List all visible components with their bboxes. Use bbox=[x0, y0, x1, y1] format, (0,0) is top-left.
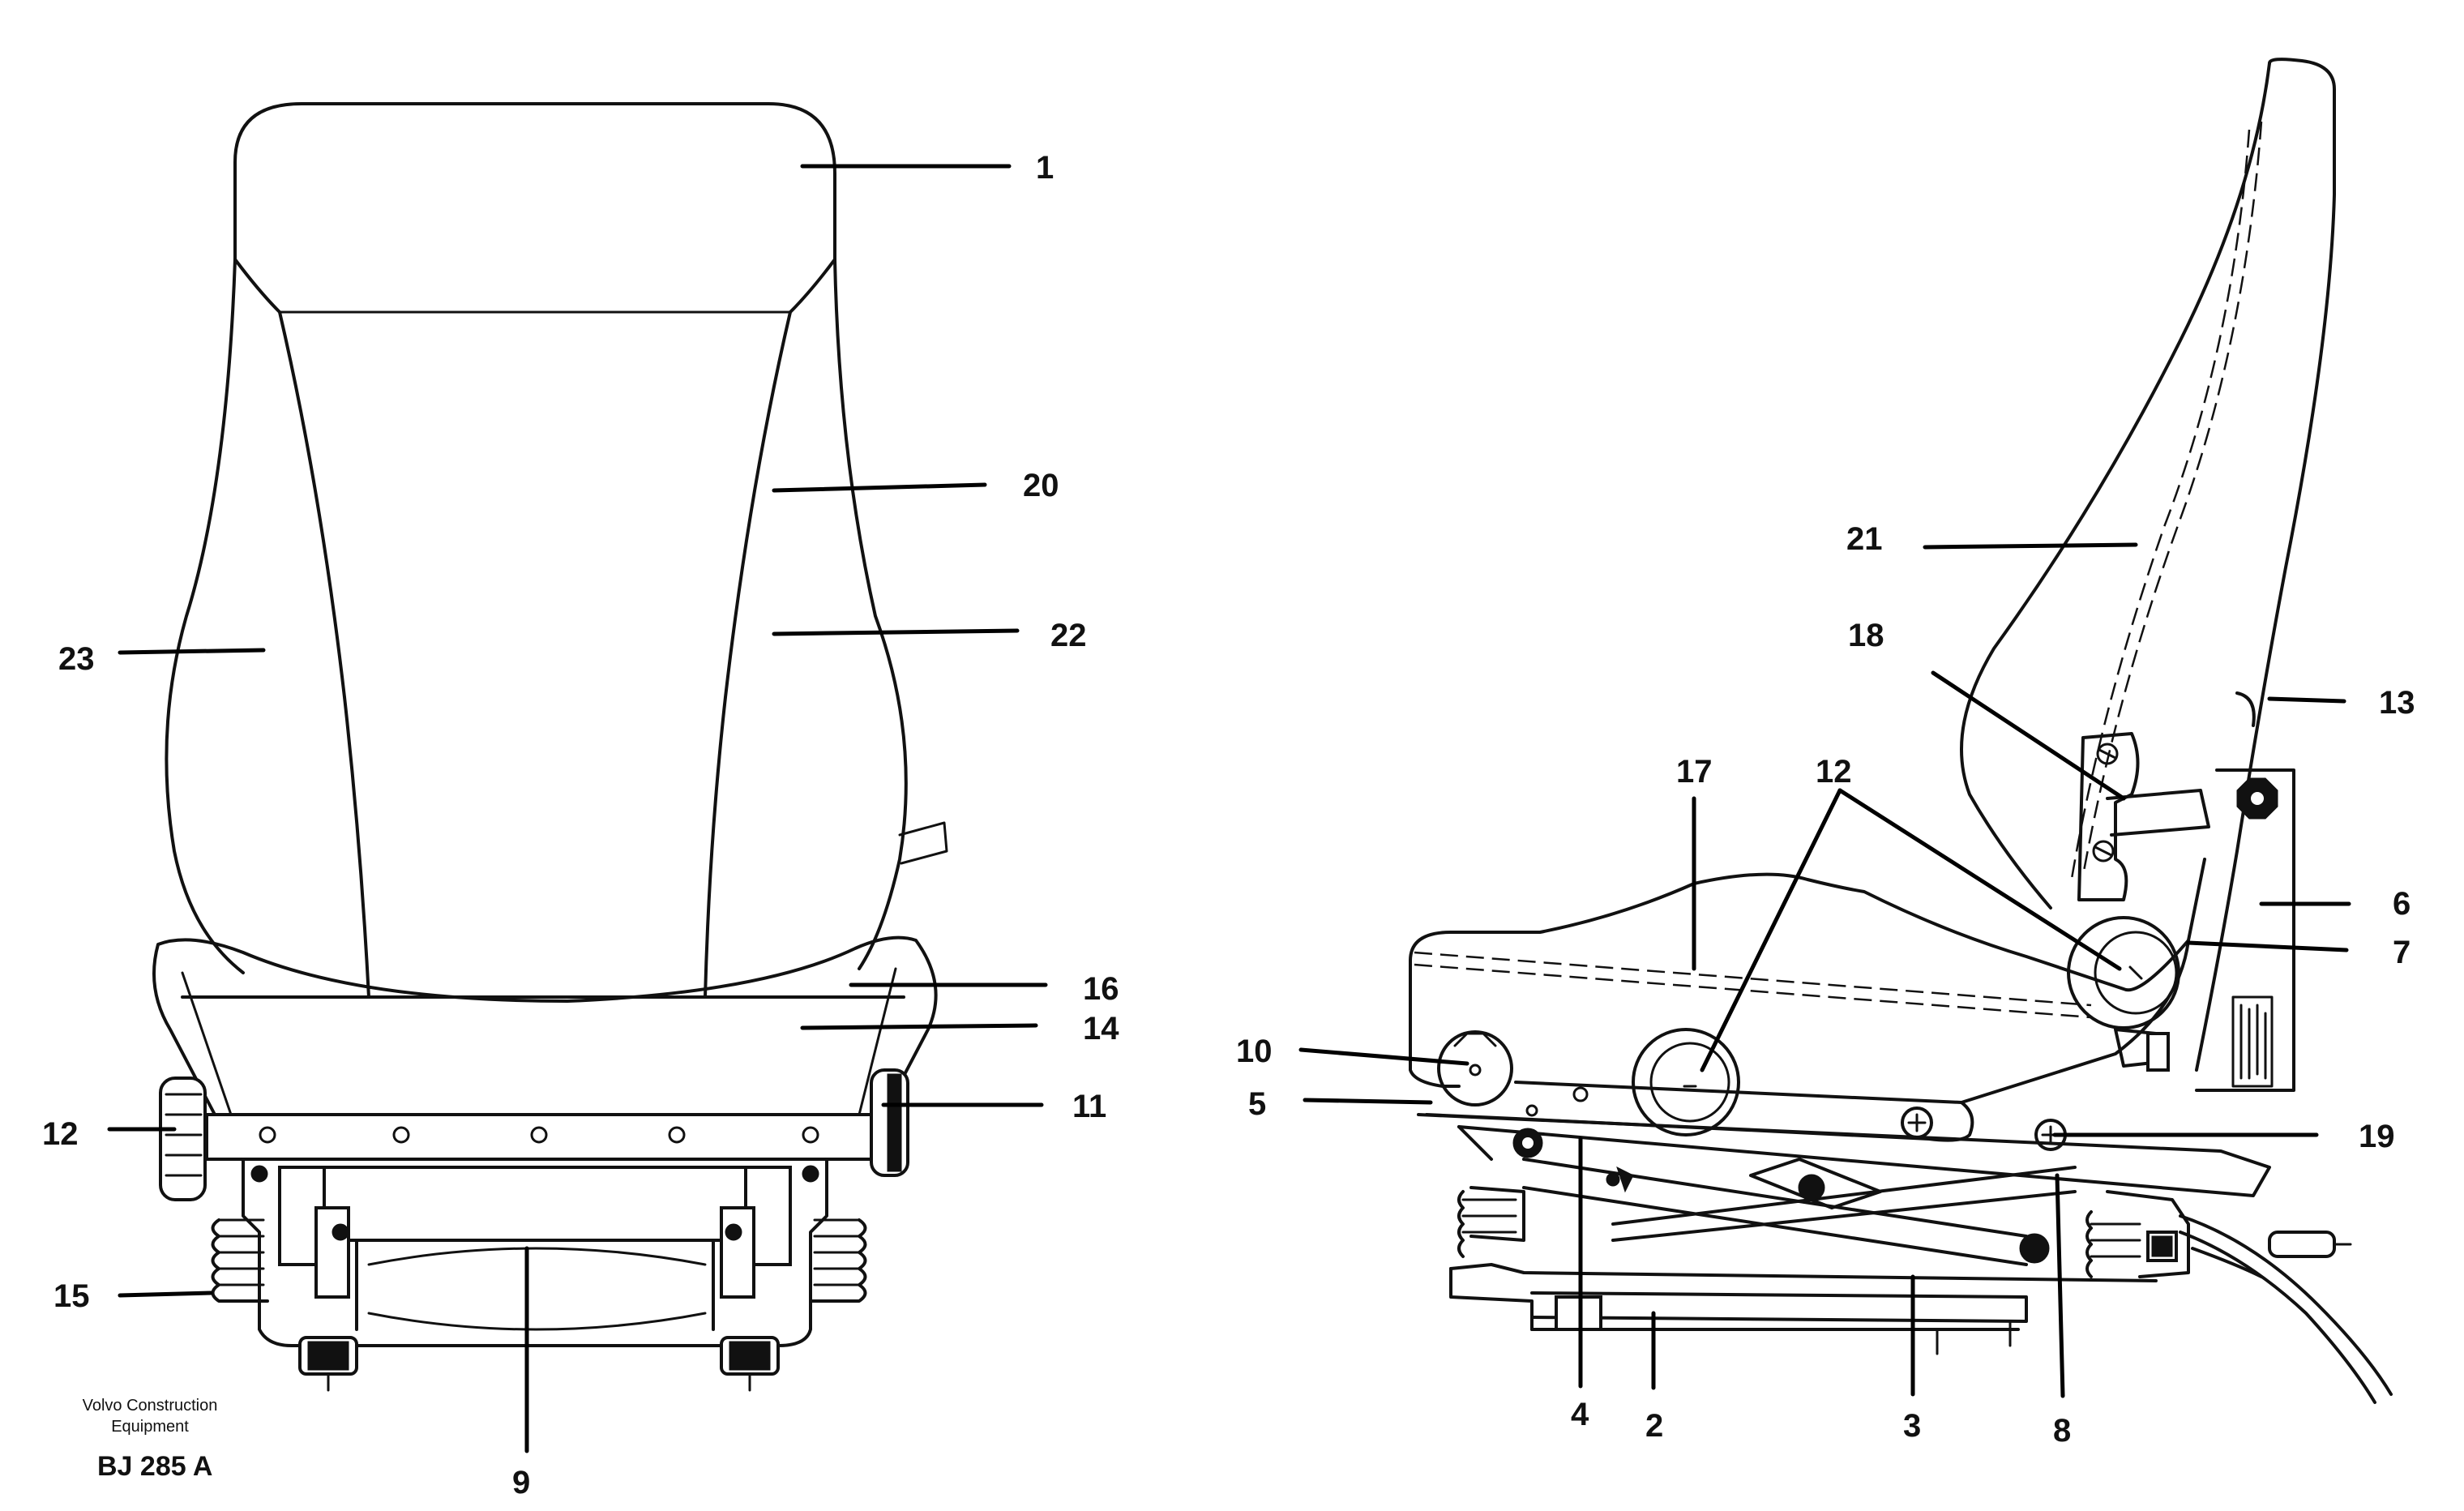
callout-11: 11 bbox=[1072, 1089, 1106, 1124]
callout-12-side: 12 bbox=[1816, 754, 1852, 790]
callout-16: 16 bbox=[1083, 971, 1119, 1007]
callout-7: 7 bbox=[2393, 935, 2411, 970]
company-name-line1: Volvo Construction bbox=[83, 1397, 218, 1415]
callout-14: 14 bbox=[1083, 1011, 1119, 1047]
side-view-seat bbox=[1409, 58, 2393, 1404]
callout-21: 21 bbox=[1846, 521, 1883, 557]
drawing-code: BJ 285 A bbox=[97, 1451, 212, 1482]
drawing-footer: Volvo Construction Equipment BJ 285 A bbox=[83, 1397, 218, 1482]
callout-9: 9 bbox=[512, 1465, 530, 1500]
callout-13: 13 bbox=[2379, 685, 2415, 721]
callout-15: 15 bbox=[53, 1278, 90, 1314]
callout-23: 23 bbox=[58, 641, 95, 677]
callout-19: 19 bbox=[2359, 1119, 2395, 1154]
company-name-line2: Equipment bbox=[111, 1418, 189, 1436]
callout-17: 17 bbox=[1676, 754, 1713, 790]
callout-22: 22 bbox=[1050, 618, 1087, 653]
callout-labels: 1 20 22 23 16 14 11 12 15 9 21 18 13 17 … bbox=[42, 150, 2415, 1500]
callout-12-front: 12 bbox=[42, 1116, 79, 1152]
callout-4: 4 bbox=[1571, 1397, 1589, 1432]
callout-20: 20 bbox=[1023, 468, 1059, 503]
callout-6: 6 bbox=[2393, 886, 2411, 922]
front-view-seat bbox=[152, 102, 948, 1392]
callout-10: 10 bbox=[1236, 1034, 1273, 1069]
callout-8: 8 bbox=[2053, 1413, 2071, 1449]
callout-18: 18 bbox=[1848, 618, 1884, 653]
callout-1: 1 bbox=[1036, 150, 1054, 186]
leader-lines bbox=[107, 164, 2351, 1453]
callout-3: 3 bbox=[1903, 1408, 1921, 1444]
callout-2: 2 bbox=[1645, 1408, 1663, 1444]
callout-5: 5 bbox=[1248, 1086, 1266, 1122]
